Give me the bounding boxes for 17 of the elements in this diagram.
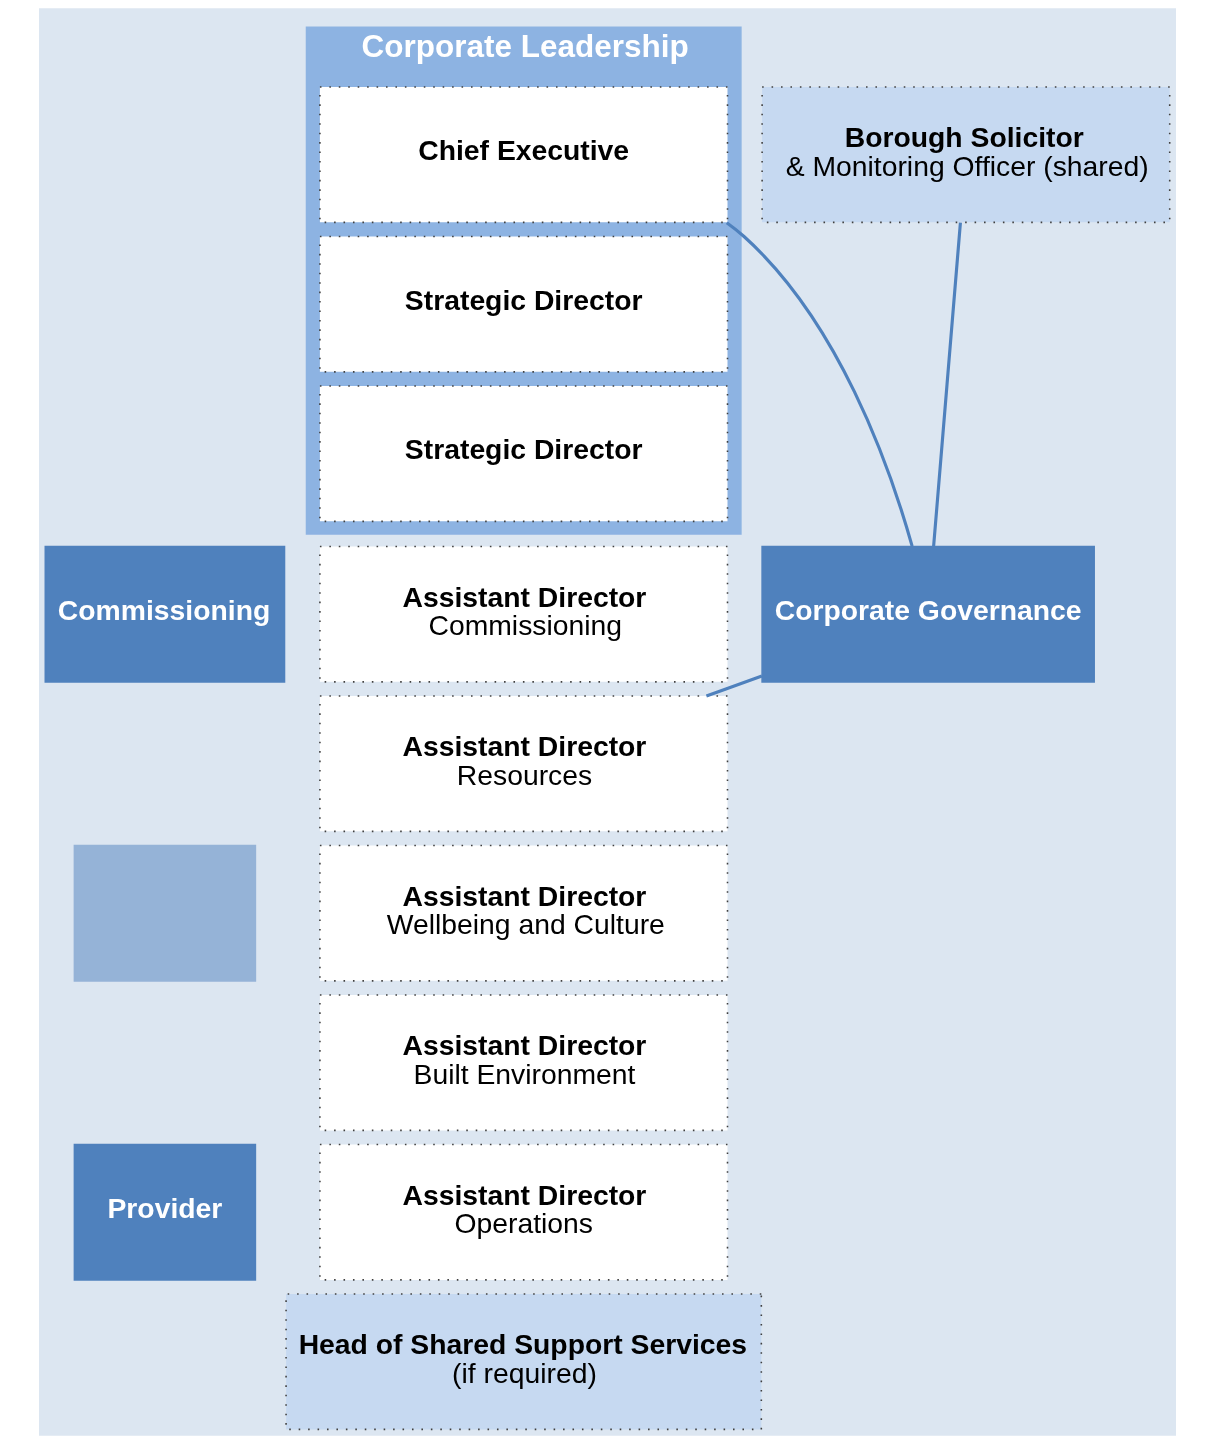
node-bar (73, 844, 256, 982)
node-box: Strategic Director (318, 385, 728, 523)
node-box: Head of Shared Support Services (if required) (284, 1293, 762, 1431)
connector (705, 674, 762, 698)
node-box: Assistant Director Resources (318, 695, 728, 833)
node-box: Assistant Director Built Environment (318, 994, 728, 1132)
connector (725, 221, 914, 547)
node-box: Provider (73, 1143, 256, 1281)
node-box: Borough Solicitor & Monitoring Officer (shared) (760, 86, 1170, 224)
node-box: Corporate Governance (760, 545, 1095, 683)
connector (931, 222, 962, 547)
node-box: Commissioning (44, 545, 285, 683)
node-box: Strategic Director (318, 235, 728, 373)
node-box: Assistant Director Operations (318, 1143, 728, 1281)
node-box: Assistant Director Commissioning (318, 545, 728, 683)
node-box: Assistant Director Wellbeing and Culture (318, 844, 728, 982)
node-box: Chief Executive (318, 86, 728, 224)
